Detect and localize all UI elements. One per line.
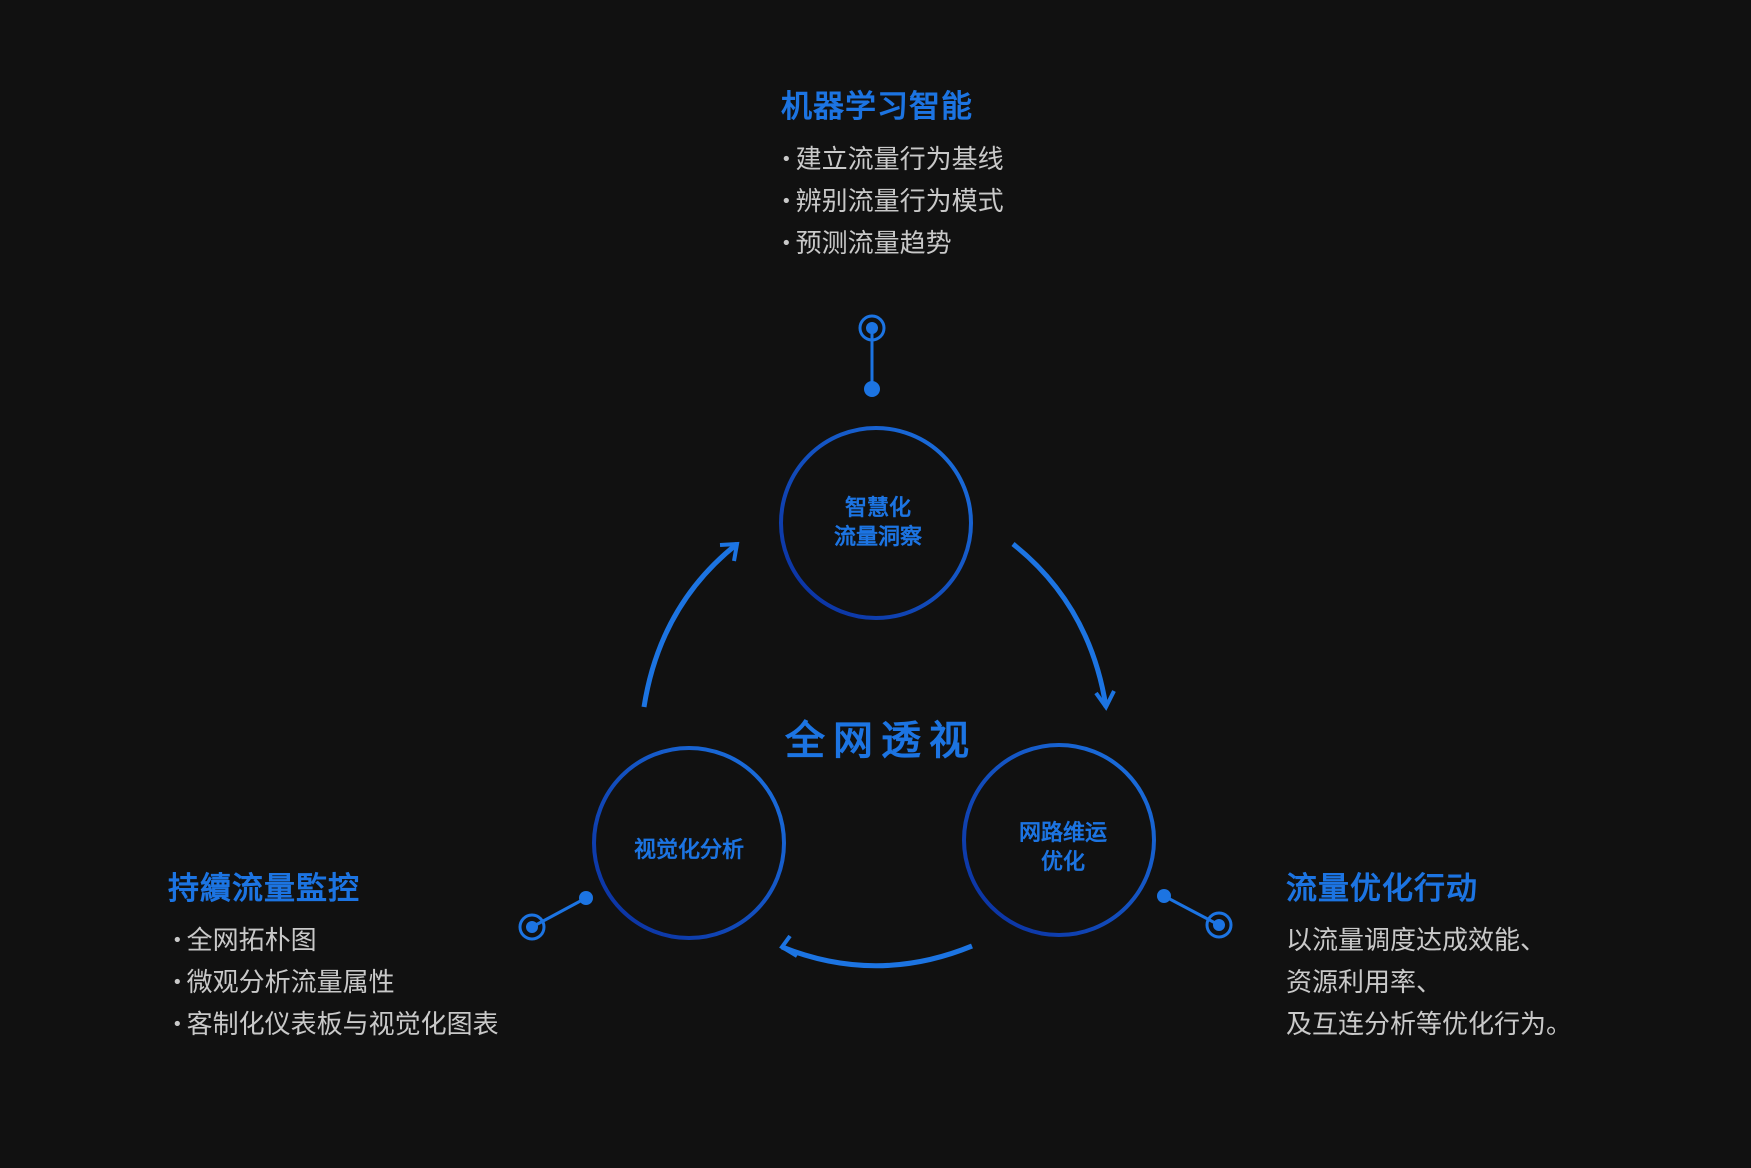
node-label-right: 网路维运 优化 (973, 819, 1153, 877)
list-item: 资源利用率、 (1286, 968, 1443, 998)
arrowhead-left (779, 934, 799, 958)
node-top-line1: 智慧化 (844, 496, 911, 521)
section-list-left: 全网拓朴图 微观分析流量属性 客制化仪表板与视觉化图表 (172, 920, 499, 1046)
section-list-top: 建立流量行为基线 辨别流量行为模式 预测流量趋势 (781, 139, 1004, 265)
list-item: 以流量调度达成效能、 (1286, 926, 1547, 956)
list-item: 建立流量行为基线 (781, 139, 1004, 181)
list-item: 辨别流量行为模式 (781, 181, 1004, 223)
section-title-top: 机器学习智能 (781, 89, 973, 125)
node-right-line2: 优化 (1040, 850, 1085, 875)
arrow-left-to-top (641, 542, 739, 708)
connector-top (858, 314, 886, 397)
connector-left (518, 891, 593, 941)
list-item: 微观分析流量属性 (172, 962, 499, 1004)
node-circle-left (592, 746, 786, 940)
list-item: 客制化仪表板与视觉化图表 (172, 1004, 499, 1046)
arrowhead-top (719, 541, 740, 562)
list-item: 全网拓朴图 (172, 920, 499, 962)
node-top-line2: 流量洞察 (833, 525, 922, 550)
node-label-top: 智慧化 流量洞察 (788, 494, 968, 552)
node-label-left: 视觉化分析 (599, 836, 779, 865)
node-right-line1: 网路维运 (1018, 821, 1107, 846)
section-list-right: 以流量调度达成效能、 资源利用率、 及互连分析等优化行为。 (1286, 920, 1572, 1046)
node-circle-top (779, 426, 973, 620)
arrowhead-right (1094, 690, 1116, 711)
list-item: 及互连分析等优化行为。 (1286, 1010, 1573, 1040)
section-title-right: 流量优化行动 (1286, 871, 1478, 907)
list-item: 预测流量趋势 (781, 223, 1004, 265)
connector-right (1157, 889, 1233, 939)
center-title: 全网透视 (785, 718, 977, 764)
arrow-top-to-right (1011, 542, 1109, 708)
node-left-line1: 视觉化分析 (633, 838, 744, 863)
section-title-left: 持續流量監控 (168, 871, 360, 907)
node-circle-right (962, 743, 1156, 937)
arrow-right-to-left (781, 943, 973, 969)
